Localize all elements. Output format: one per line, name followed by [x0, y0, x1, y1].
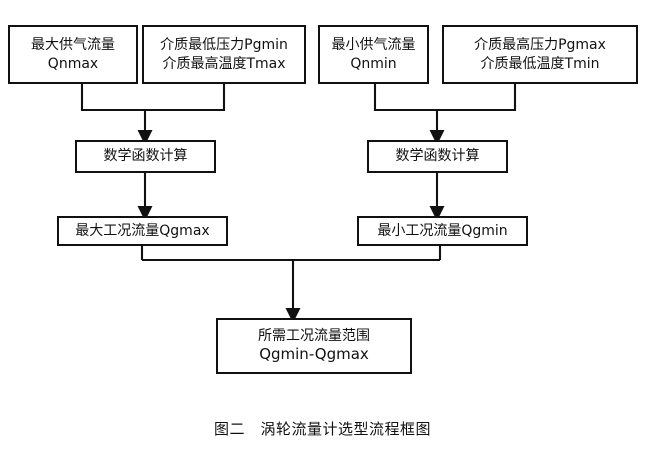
node-min-working-flow-qgmin-label: 最小工况流量Qgmin	[377, 222, 508, 239]
node-min-pressure-max-temp[interactable]: 介质最低压力Pgmin 介质最高温度Tmax	[142, 25, 306, 84]
edge-qnmin-to-calc-right	[373, 84, 437, 112]
node-max-temp-line: 介质最高温度Tmax	[162, 55, 286, 72]
edge-pgmin-to-calc-left	[145, 84, 226, 112]
node-required-flow-range-line2: Qgmin-Qgmax	[259, 345, 369, 364]
node-min-working-flow-qgmin[interactable]: 最小工况流量Qgmin	[357, 216, 528, 246]
node-max-supply-flow-line2: Qnmax	[47, 55, 99, 72]
edge-qnmax-to-calc-left	[80, 84, 145, 112]
node-math-function-calc-left-label: 数学函数计算	[103, 148, 188, 165]
node-max-working-flow-qgmax[interactable]: 最大工况流量Qgmax	[57, 216, 228, 246]
node-max-pressure-line: 介质最高压力Pgmax	[474, 37, 606, 54]
node-math-function-calc-right-label: 数学函数计算	[395, 148, 480, 165]
node-max-working-flow-qgmax-label: 最大工况流量Qgmax	[75, 222, 210, 239]
node-max-pressure-min-temp[interactable]: 介质最高压力Pgmax 介质最低温度Tmin	[442, 25, 638, 84]
node-min-temp-line: 介质最低温度Tmin	[480, 55, 600, 72]
node-required-flow-range[interactable]: 所需工况流量范围 Qgmin-Qgmax	[216, 318, 412, 374]
figure-caption: 图二 涡轮流量计选型流程框图	[213, 420, 431, 438]
node-max-supply-flow-line1: 最大供气流量	[31, 37, 115, 54]
edge-pgmax-to-calc-right	[437, 84, 517, 112]
node-math-function-calc-right[interactable]: 数学函数计算	[367, 140, 508, 173]
node-min-pressure-line: 介质最低压力Pgmin	[160, 37, 288, 54]
node-math-function-calc-left[interactable]: 数学函数计算	[75, 140, 216, 173]
node-required-flow-range-line1: 所需工况流量范围	[258, 327, 370, 344]
node-min-supply-flow-line2: Qnmin	[350, 55, 397, 72]
node-max-supply-flow[interactable]: 最大供气流量 Qnmax	[8, 25, 138, 84]
node-min-supply-flow-line1: 最小供气流量	[331, 37, 416, 54]
node-min-supply-flow[interactable]: 最小供气流量 Qnmin	[318, 25, 429, 84]
